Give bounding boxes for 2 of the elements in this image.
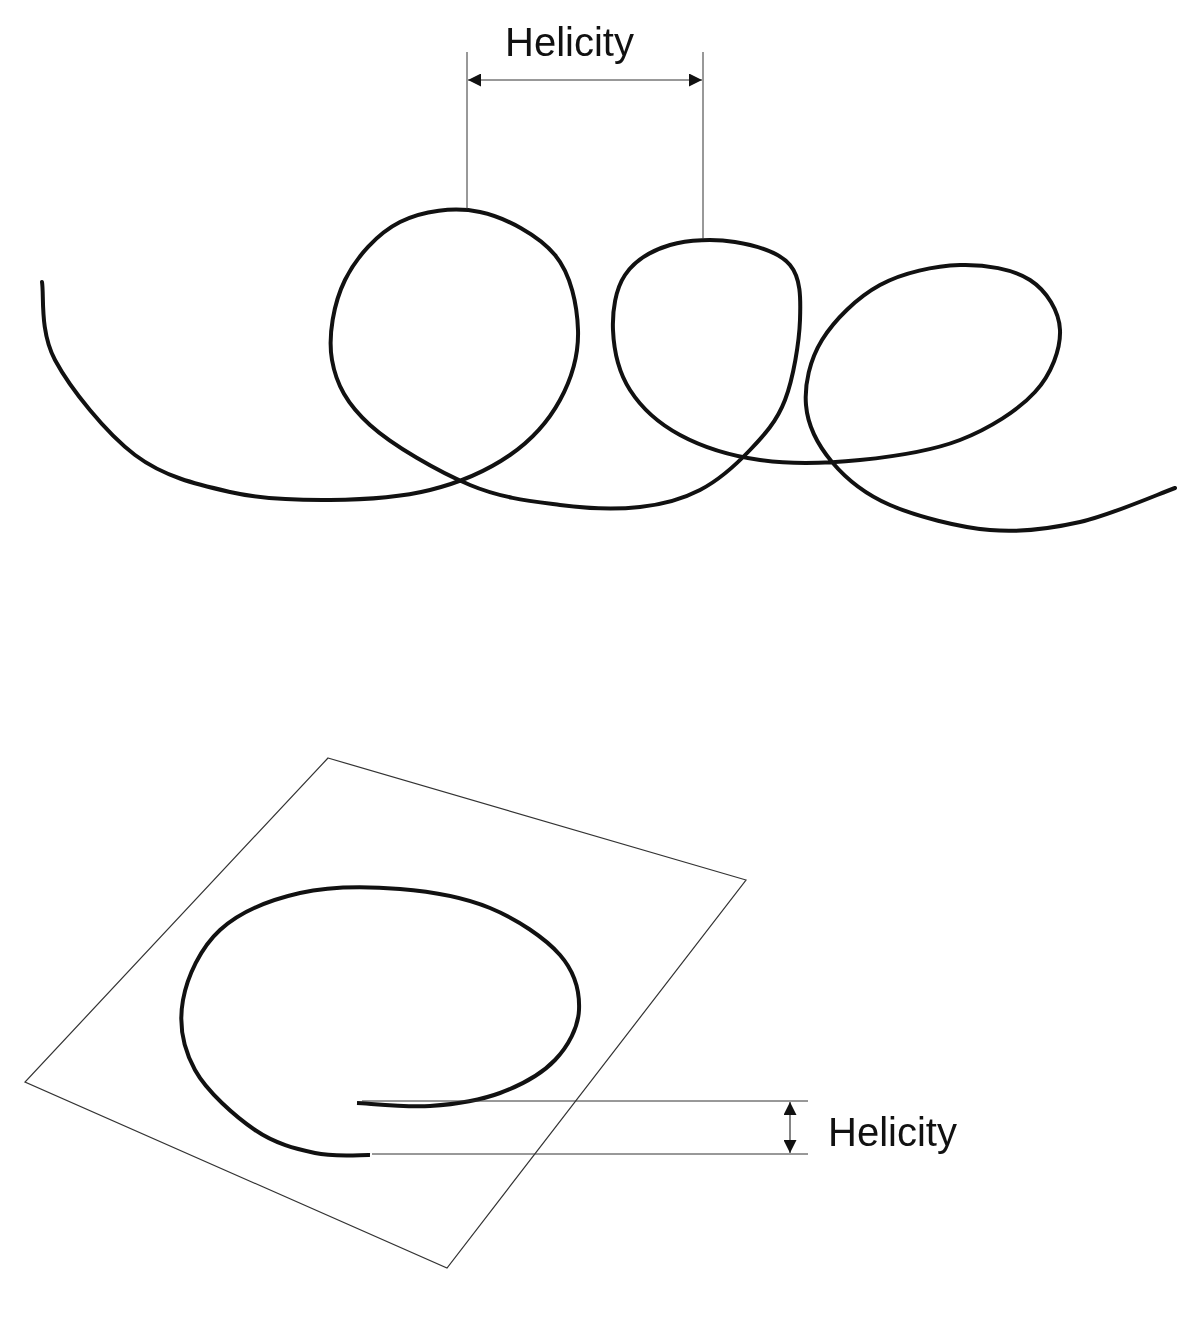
dimension-label: Helicity bbox=[505, 19, 634, 65]
dimension-label: Helicity bbox=[828, 1109, 957, 1155]
